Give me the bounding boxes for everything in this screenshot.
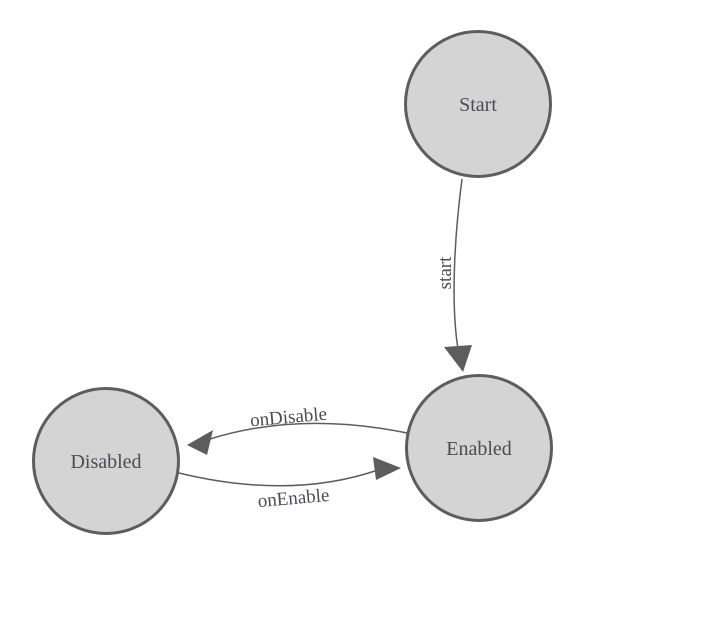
state-node-disabled-circle <box>32 387 180 535</box>
state-node-disabled-label: Disabled <box>70 451 141 473</box>
arrowhead-down-icon <box>444 345 472 372</box>
edge-start-to-enabled: start <box>435 178 472 372</box>
edge-label-start: start <box>435 256 456 289</box>
edge-disabled-to-enabled: onEnable <box>178 457 401 512</box>
edge-line-enabled-to-disabled <box>209 422 408 440</box>
edge-enabled-to-disabled: onDisable <box>187 404 408 455</box>
state-node-start-label: Start <box>459 94 497 116</box>
state-node-enabled-label: Enabled <box>446 438 512 460</box>
edge-label-on-disable: onDisable <box>249 404 328 432</box>
state-node-start: Start <box>404 30 552 178</box>
state-node-start-circle <box>404 30 552 178</box>
state-node-enabled-circle <box>405 374 553 522</box>
state-node-disabled: Disabled <box>32 387 180 535</box>
arrowhead-right-icon <box>373 457 401 480</box>
edge-label-on-enable: onEnable <box>257 485 330 512</box>
edge-line-disabled-to-enabled <box>178 469 379 487</box>
edge-line-start-to-enabled <box>453 178 463 350</box>
arrowhead-left-icon <box>187 430 213 455</box>
state-node-enabled: Enabled <box>405 374 553 522</box>
